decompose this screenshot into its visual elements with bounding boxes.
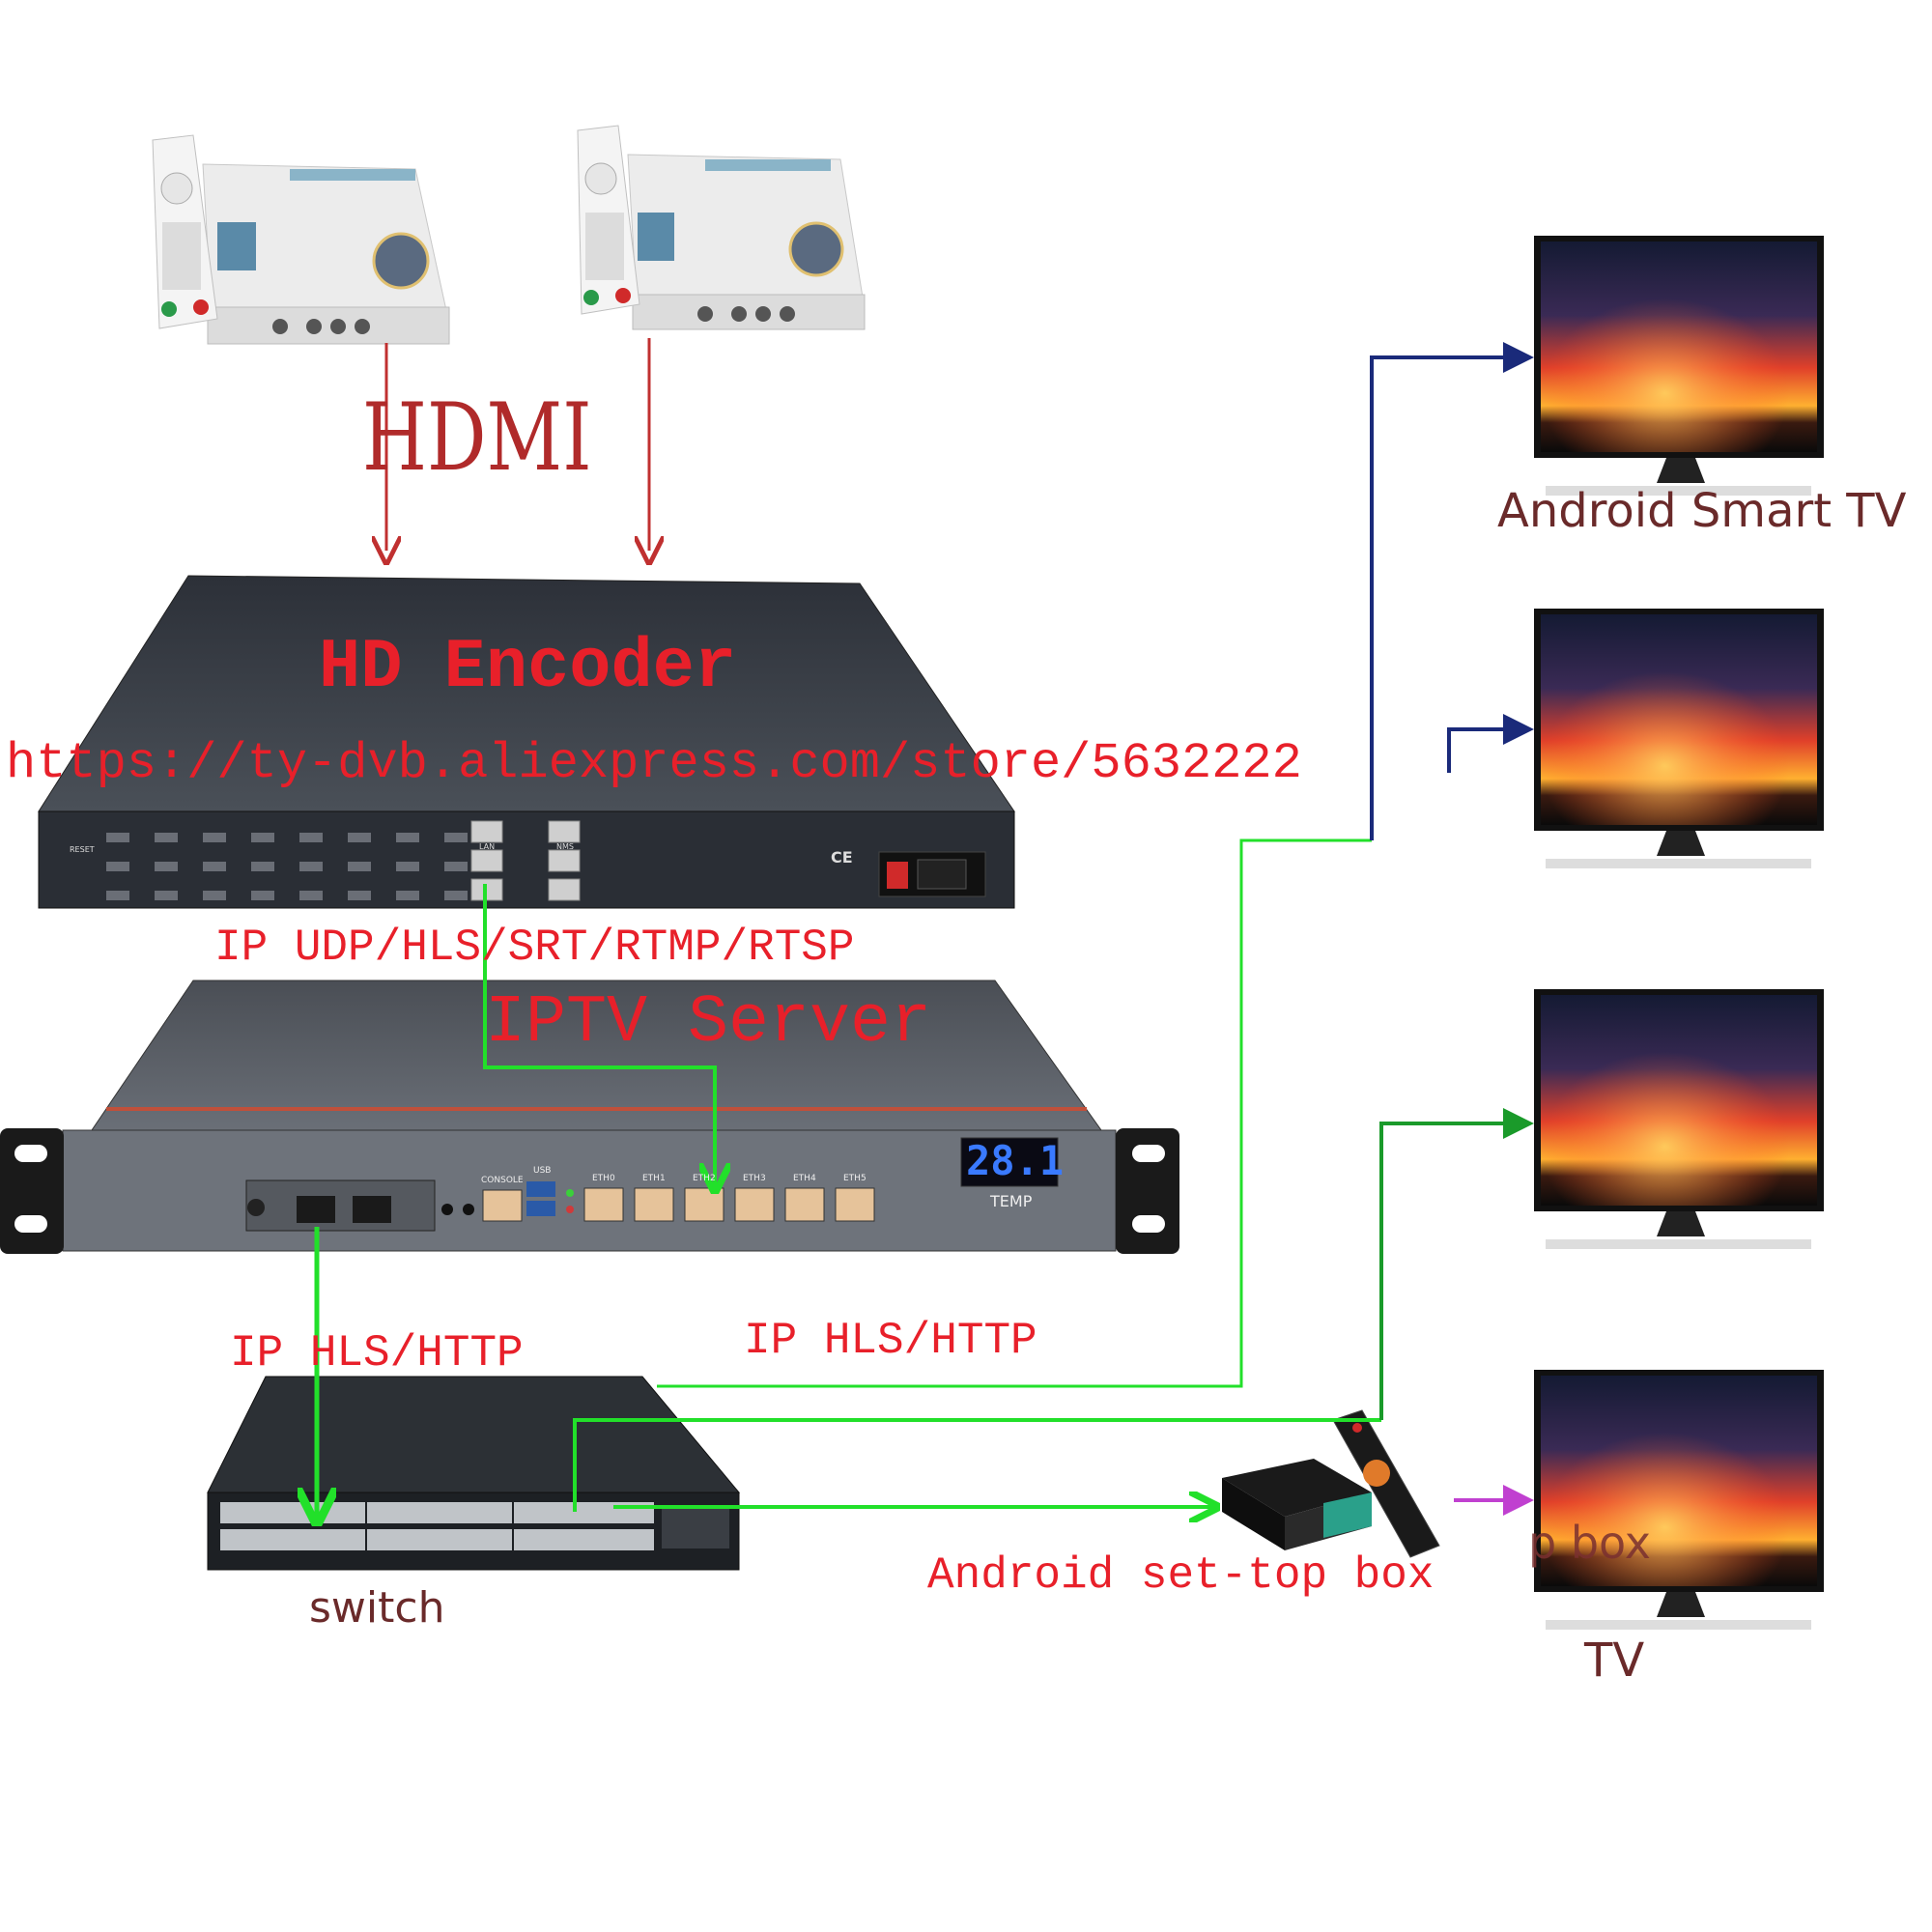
iptv-server-device <box>0 980 1179 1254</box>
encoder-lan-label: LAN <box>479 842 496 851</box>
android-stb-device <box>1222 1409 1440 1558</box>
iptv-server-title: IPTV Server <box>485 985 932 1062</box>
ce-mark: CE <box>831 848 853 867</box>
encoder-protocols-label: IP UDP/HLS/SRT/RTMP/RTSP <box>214 923 855 973</box>
hdmi-label: HDMI <box>362 384 592 492</box>
hd-encoder-title: HD Encoder <box>319 628 737 707</box>
server-eth5-label: ETH5 <box>843 1174 867 1183</box>
server-eth1-label: ETH1 <box>642 1174 666 1183</box>
link-switch-to-tv3 <box>573 1418 1381 1512</box>
server-usb-label: USB <box>533 1166 552 1176</box>
link-switch-to-tv1-tv2 <box>657 838 1372 1388</box>
server-eth2-label: ETH2 <box>693 1174 716 1183</box>
android-smart-tv-label: Android Smart TV <box>1497 484 1907 538</box>
switch-protocol-left: IP HLS/HTTP <box>230 1328 524 1378</box>
android-stb-label: Android set-top box <box>927 1550 1435 1601</box>
switch-label: switch <box>309 1583 445 1633</box>
store-url: https://ty-dvb.aliexpress.com/store/5632… <box>6 735 1302 792</box>
encoder-reset-label: RESET <box>70 845 95 854</box>
link-to-tv2 <box>1447 714 1534 773</box>
server-eth4-label: ETH4 <box>793 1174 816 1183</box>
link-to-tv1 <box>1370 342 1534 840</box>
link-encoder-to-server <box>483 884 715 1186</box>
switch-protocol-right: IP HLS/HTTP <box>744 1316 1037 1366</box>
source-receiver-1 <box>152 134 450 345</box>
tv-1 <box>1534 236 1824 496</box>
server-temp-label: TEMP <box>990 1192 1033 1210</box>
tv-2 <box>1534 609 1824 868</box>
link-to-tv3 <box>1379 1108 1534 1420</box>
tv-label: TV <box>1584 1634 1645 1688</box>
stb-overlay-text: p box <box>1528 1517 1651 1569</box>
server-console-label: CONSOLE <box>481 1176 524 1185</box>
server-eth0-label: ETH0 <box>592 1174 615 1183</box>
tv-4 <box>1534 1370 1824 1630</box>
encoder-nms-label: NMS <box>556 842 574 851</box>
server-temp-readout: 28.1 <box>966 1137 1065 1184</box>
source-receiver-2 <box>577 125 866 330</box>
network-switch-device <box>207 1376 741 1571</box>
server-eth3-label: ETH3 <box>743 1174 766 1183</box>
tv-3 <box>1534 989 1824 1249</box>
hd-encoder-device <box>38 575 1015 909</box>
